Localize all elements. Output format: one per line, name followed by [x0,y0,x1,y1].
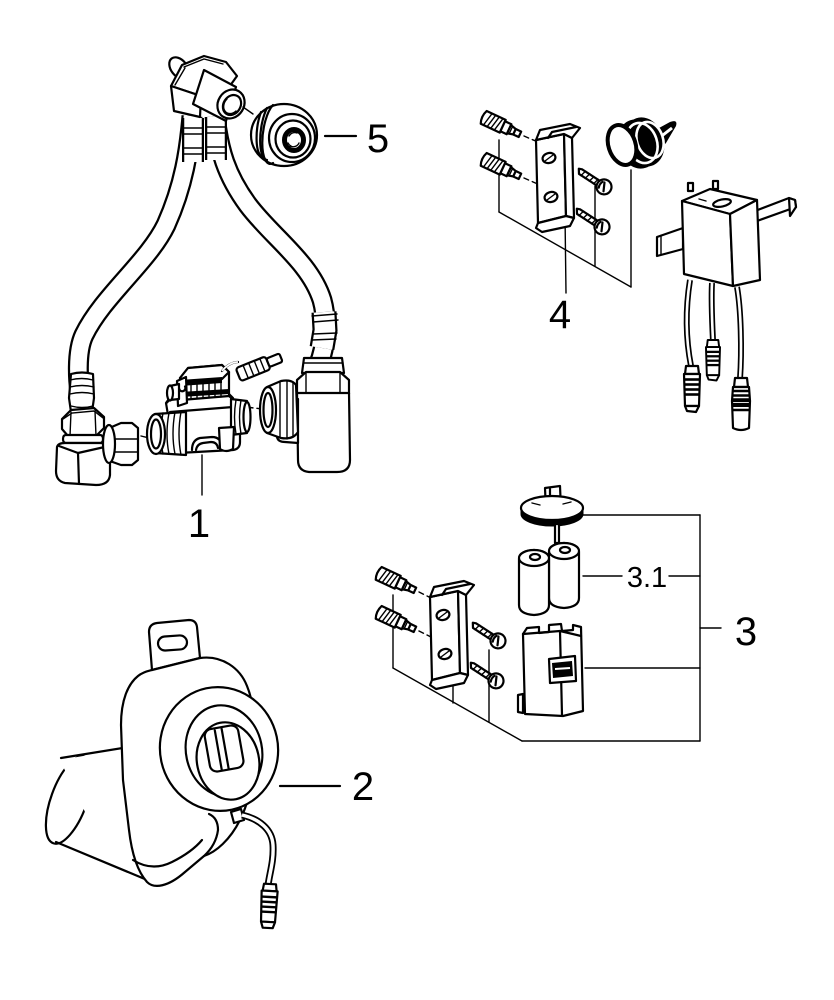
svg-text:3: 3 [735,610,757,654]
svg-text:3.1: 3.1 [627,562,667,594]
svg-text:5: 5 [367,117,389,161]
svg-text:1: 1 [188,502,210,546]
svg-text:4: 4 [549,293,571,337]
svg-text:2: 2 [352,765,374,809]
